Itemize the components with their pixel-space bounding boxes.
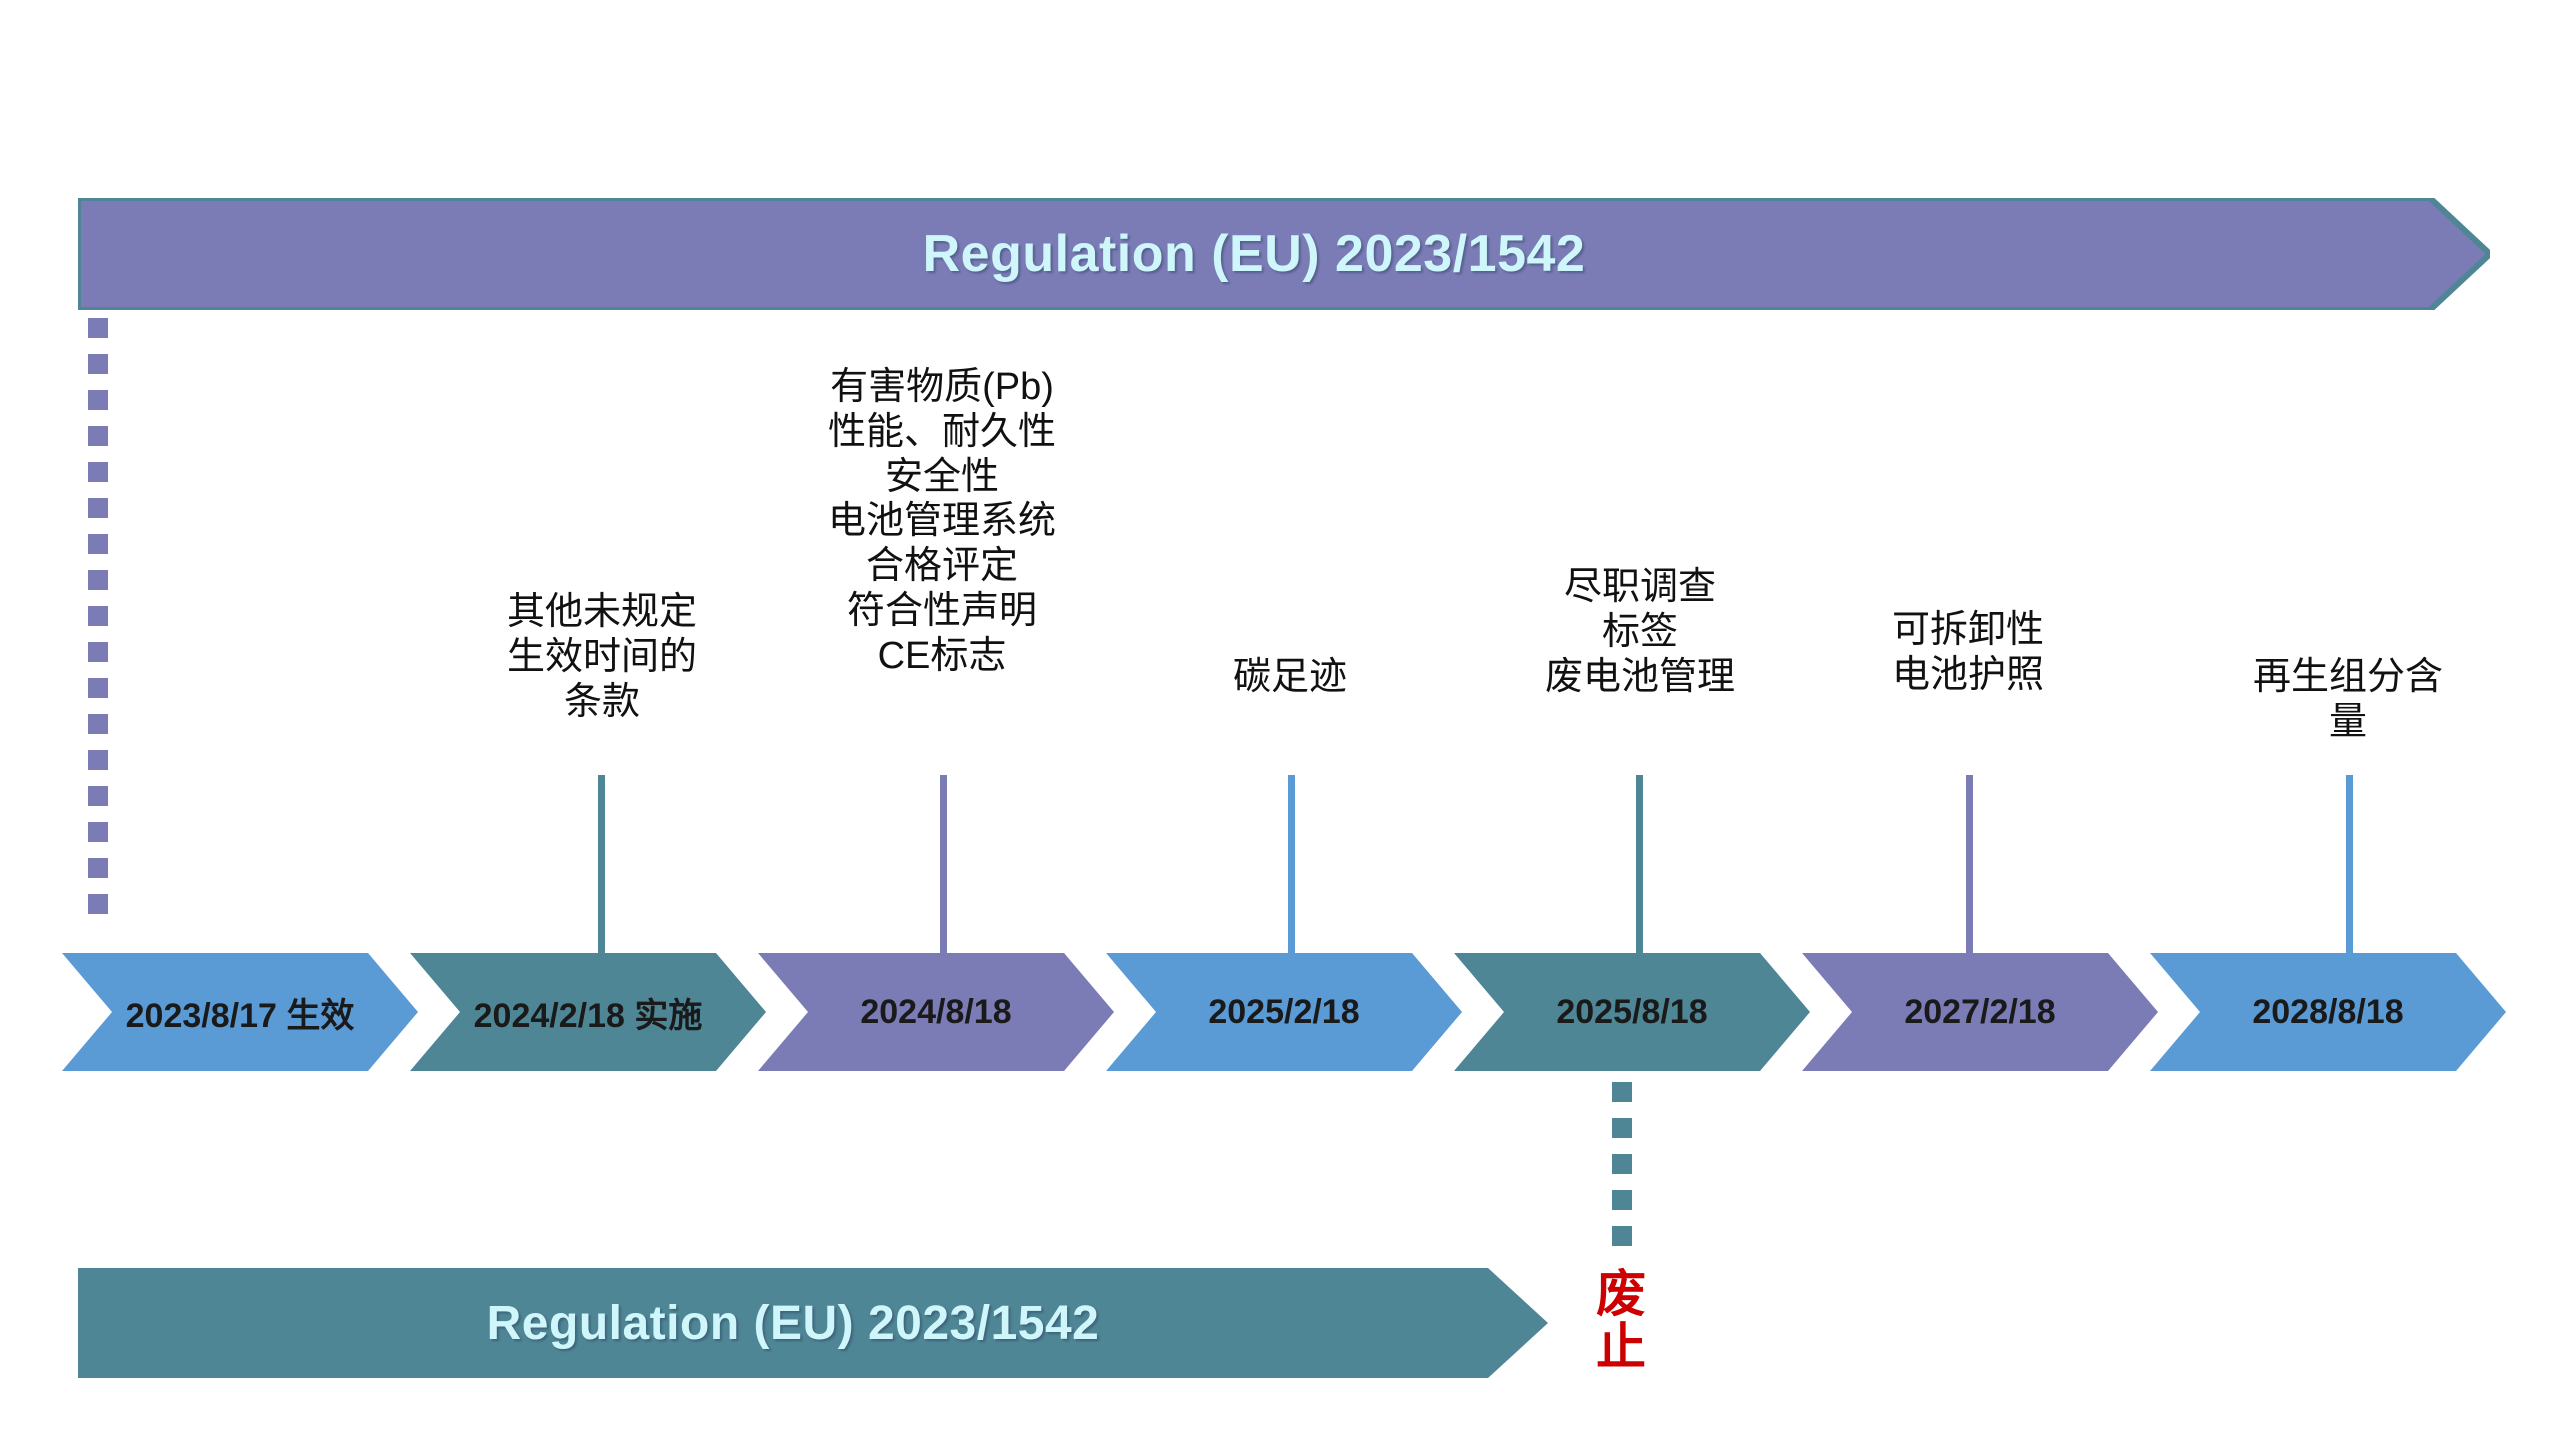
repeal-char-2: 止 bbox=[1596, 1318, 1646, 1375]
stem-2024-02-18 bbox=[598, 775, 605, 960]
chevron-2025-08-18[interactable]: 2025/8/18 bbox=[1454, 953, 1810, 1071]
milestone-label-2025-02-18: 碳足迹 bbox=[1232, 656, 1348, 698]
chevron-label: 2024/8/18 bbox=[860, 992, 1012, 1031]
chevron-label: 2024/2/18 实施 bbox=[473, 996, 703, 1035]
bottom-banner-title: Regulation (EU) 2023/1542 bbox=[486, 1296, 1100, 1350]
bottom-regulation-banner: Regulation (EU) 2023/1542 bbox=[78, 1268, 1548, 1378]
stem-2025-02-18 bbox=[1288, 775, 1295, 960]
chevron-2027-02-18[interactable]: 2027/2/18 bbox=[1802, 953, 2158, 1071]
chevron-label: 2023/8/17 生效 bbox=[125, 996, 355, 1035]
top-banner-title: Regulation (EU) 2023/1542 bbox=[922, 225, 1586, 283]
stem-2025-08-18 bbox=[1636, 775, 1643, 960]
top-regulation-banner: Regulation (EU) 2023/1542 bbox=[78, 198, 2490, 310]
stem-2028-08-18 bbox=[2346, 775, 2353, 960]
top-banner-arrow-shape bbox=[78, 198, 2490, 310]
chevron-2028-08-18[interactable]: 2028/8/18 bbox=[2150, 953, 2506, 1071]
milestone-label-2024-02-18: 其他未规定 生效时间的 条款 bbox=[506, 591, 698, 723]
chevron-2024-02-18[interactable]: 2024/2/18 实施 bbox=[410, 953, 766, 1071]
chevron-2024-08-18[interactable]: 2024/8/18 bbox=[758, 953, 1114, 1071]
milestone-label-2028-08-18: 再生组分含量 bbox=[2252, 656, 2443, 743]
chevron-shape bbox=[1802, 953, 2158, 1071]
chevron-2025-02-18[interactable]: 2025/2/18 bbox=[1106, 953, 1462, 1071]
chevron-shape bbox=[2150, 953, 2506, 1071]
stem-2027-02-18 bbox=[1966, 775, 1973, 960]
chevron-label: 2025/2/18 bbox=[1208, 992, 1360, 1031]
stem-2024-08-18 bbox=[940, 775, 947, 960]
milestone-chevron-row: 2023/8/17 生效 2024/2/18 实施 2024/8/18 2025… bbox=[0, 953, 2560, 1073]
start-dotted-line bbox=[88, 318, 108, 938]
chevron-shape bbox=[410, 953, 766, 1071]
milestone-label-2024-08-18: 有害物质(Pb) 性能、耐久性 安全性 电池管理系统 合格评定 符合性声明 CE… bbox=[827, 366, 1057, 677]
chevron-shape bbox=[62, 953, 418, 1071]
chevron-label: 2025/8/18 bbox=[1556, 992, 1708, 1031]
chevron-label: 2027/2/18 bbox=[1904, 992, 2056, 1031]
chevron-shape bbox=[1454, 953, 1810, 1071]
chevron-2023-08-17[interactable]: 2023/8/17 生效 bbox=[62, 953, 418, 1071]
chevron-label: 2028/8/18 bbox=[2252, 992, 2404, 1031]
repeal-char-1: 废 bbox=[1596, 1266, 1646, 1322]
repeal-label: 废 止 bbox=[1592, 1268, 1650, 1373]
chevron-shape bbox=[1106, 953, 1462, 1071]
milestone-label-2027-02-18: 可拆卸性 电池护照 bbox=[1891, 609, 2045, 696]
bottom-banner-arrow-shape bbox=[78, 1268, 1548, 1378]
chevron-shape bbox=[758, 953, 1114, 1071]
repeal-dotted-line bbox=[1612, 1082, 1632, 1272]
milestone-label-2025-08-18: 尽职调查 标签 废电池管理 bbox=[1544, 566, 1736, 698]
